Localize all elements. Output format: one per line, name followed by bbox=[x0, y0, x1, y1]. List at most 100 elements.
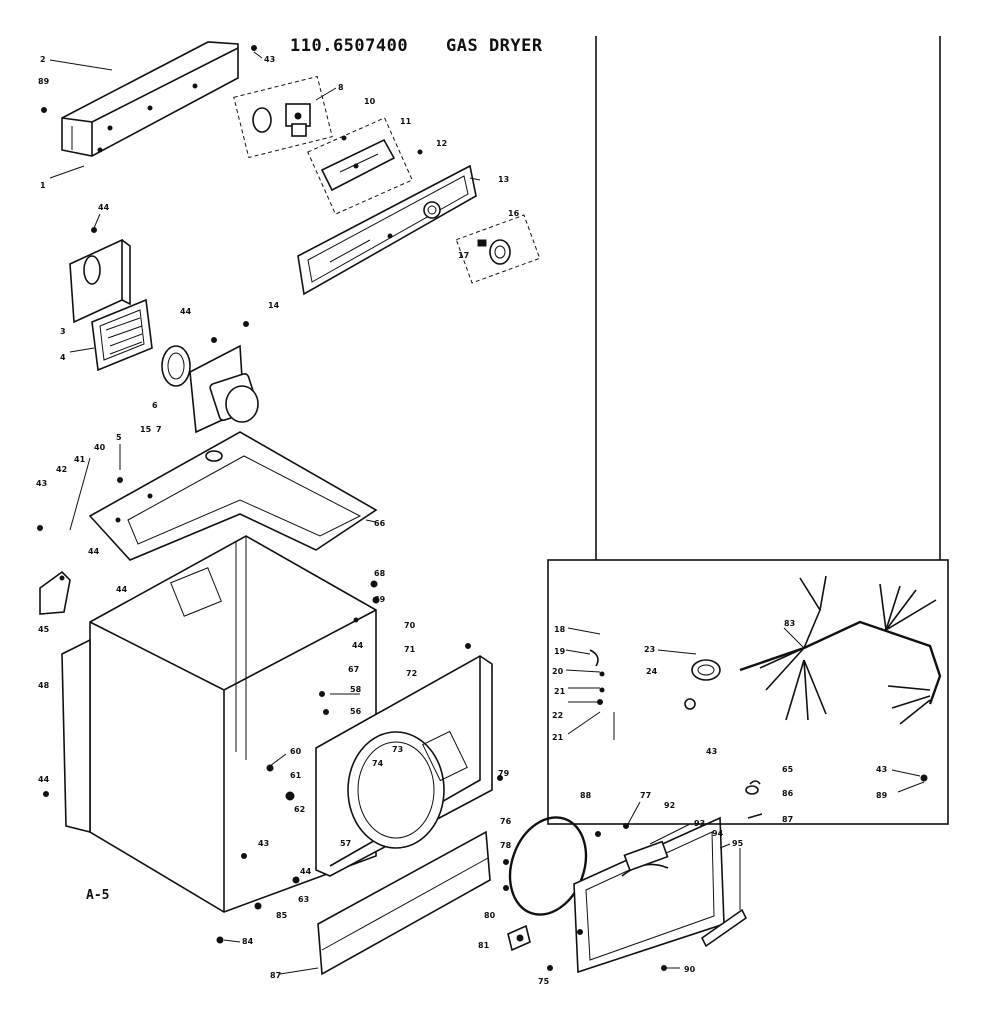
callout: 90 bbox=[684, 965, 696, 974]
part-door-seal bbox=[508, 816, 588, 916]
callout: 76 bbox=[500, 817, 512, 826]
part-wiring-harness bbox=[739, 575, 942, 725]
part-top-panel bbox=[88, 431, 378, 561]
callout: 58 bbox=[350, 685, 362, 694]
callout: 10 bbox=[364, 97, 376, 106]
callout: 66 bbox=[374, 519, 386, 528]
callout: 43 bbox=[876, 765, 887, 774]
callout: 7 bbox=[156, 425, 162, 434]
callout: 44 bbox=[300, 867, 312, 876]
callout: 93 bbox=[694, 819, 705, 828]
part-terminal-block bbox=[589, 649, 605, 705]
callout: 48 bbox=[38, 681, 50, 690]
callout: 6 bbox=[152, 401, 158, 410]
callout: 77 bbox=[640, 791, 651, 800]
callout: 79 bbox=[498, 769, 510, 778]
callout: 95 bbox=[732, 839, 744, 848]
page-id: A-5 bbox=[86, 888, 110, 903]
callout: 40 bbox=[94, 443, 106, 452]
callout: 89 bbox=[876, 791, 888, 800]
callout: 63 bbox=[298, 895, 309, 904]
callout: 21 bbox=[554, 687, 566, 696]
part-small-hardware bbox=[745, 774, 928, 819]
callout: 68 bbox=[374, 569, 386, 578]
callout: 81 bbox=[478, 941, 490, 950]
part-cord-clamp bbox=[684, 659, 721, 710]
callout: 2 bbox=[40, 55, 46, 64]
callout: 44 bbox=[352, 641, 364, 650]
callout: 94 bbox=[712, 829, 724, 838]
callout: 43 bbox=[258, 839, 269, 848]
callout: 85 bbox=[276, 911, 288, 920]
part-exhaust-duct bbox=[189, 344, 259, 434]
callout: 17 bbox=[458, 251, 469, 260]
callout: 67 bbox=[348, 665, 359, 674]
callout: 83 bbox=[784, 619, 795, 628]
wiring-inset-frame bbox=[547, 559, 949, 825]
part-duct-seal bbox=[161, 345, 191, 387]
callout: 84 bbox=[242, 937, 254, 946]
callout: 21 bbox=[552, 733, 564, 742]
part-lint-screen bbox=[91, 298, 153, 372]
callout: 22 bbox=[552, 711, 563, 720]
callout: 61 bbox=[290, 771, 302, 780]
callout: 18 bbox=[554, 625, 566, 634]
callout: 73 bbox=[392, 745, 403, 754]
callout: 72 bbox=[406, 669, 417, 678]
part-lint-housing bbox=[69, 238, 131, 324]
callout: 56 bbox=[350, 707, 362, 716]
callout: 74 bbox=[372, 759, 384, 768]
callout: 15 bbox=[140, 425, 152, 434]
callout: 69 bbox=[374, 595, 386, 604]
callout: 70 bbox=[404, 621, 416, 630]
part-timer-plate bbox=[307, 117, 413, 215]
part-toe-plate bbox=[317, 830, 491, 976]
callout: 8 bbox=[338, 83, 344, 92]
callout: 16 bbox=[508, 209, 520, 218]
leader-lines bbox=[49, 51, 925, 975]
callout: 75 bbox=[538, 977, 550, 986]
callout: 86 bbox=[782, 789, 794, 798]
callout-labels: 2 89 1 43 8 10 11 12 13 16 17 44 3 4 44 … bbox=[36, 55, 888, 986]
callout: 89 bbox=[38, 77, 50, 86]
callout: 65 bbox=[782, 765, 794, 774]
callout: 14 bbox=[268, 301, 280, 310]
callout: 57 bbox=[340, 839, 351, 848]
callout: 41 bbox=[74, 455, 86, 464]
callout: 44 bbox=[180, 307, 192, 316]
callout: 88 bbox=[580, 791, 592, 800]
callout: 44 bbox=[88, 547, 100, 556]
callout: 80 bbox=[484, 911, 496, 920]
part-side-bracket bbox=[39, 570, 71, 615]
part-knob bbox=[455, 214, 541, 284]
part-door bbox=[573, 816, 725, 974]
callout: 71 bbox=[404, 645, 416, 654]
callout: 44 bbox=[38, 775, 50, 784]
callout: 60 bbox=[290, 747, 302, 756]
part-door-hinge bbox=[507, 924, 531, 952]
part-console-rear-bracket bbox=[61, 41, 239, 157]
callout: 19 bbox=[554, 647, 566, 656]
product-name: GAS DRYER bbox=[446, 36, 543, 56]
callout: 20 bbox=[552, 667, 564, 676]
callout: 87 bbox=[270, 971, 281, 980]
callout: 4 bbox=[60, 353, 66, 362]
callout: 11 bbox=[400, 117, 412, 126]
part-door-strike bbox=[700, 908, 748, 948]
part-control-panel bbox=[297, 164, 477, 296]
model-number: 110.6507400 bbox=[290, 36, 409, 56]
callout: 87 bbox=[782, 815, 793, 824]
part-cabinet bbox=[61, 535, 377, 913]
callout: 45 bbox=[38, 625, 50, 634]
callout: 43 bbox=[264, 55, 275, 64]
callout: 43 bbox=[706, 747, 717, 756]
callout: 23 bbox=[644, 645, 655, 654]
callout: 24 bbox=[646, 667, 658, 676]
callout: 62 bbox=[294, 805, 305, 814]
callout: 78 bbox=[500, 841, 512, 850]
callout: 1 bbox=[40, 181, 46, 190]
callout: 44 bbox=[98, 203, 110, 212]
part-front-bulkhead bbox=[315, 655, 493, 877]
